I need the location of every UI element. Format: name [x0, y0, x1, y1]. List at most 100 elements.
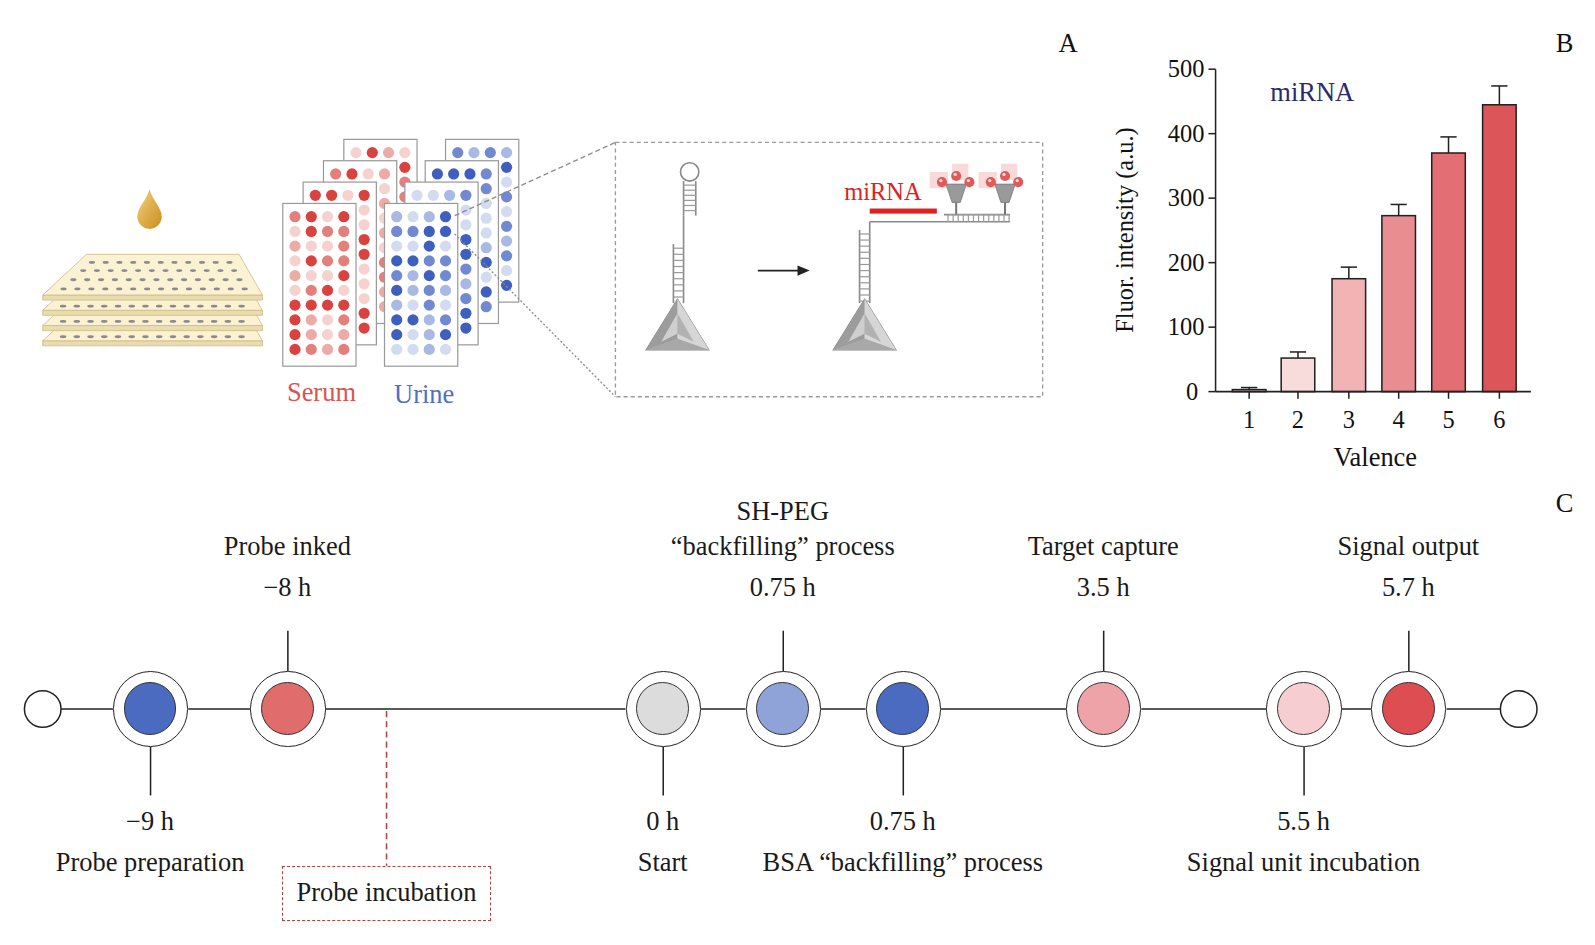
base-pair: [973, 215, 974, 222]
base-pair: [947, 215, 948, 222]
sample-spot: [225, 305, 232, 308]
sample-spot: [84, 278, 90, 281]
sample-spot: [94, 269, 100, 272]
sample-spot: [156, 320, 163, 323]
sample-spot: [242, 287, 248, 290]
sample-dot: [310, 190, 321, 201]
sample-spot: [170, 320, 177, 323]
sample-dot: [391, 241, 402, 252]
tick-label: 300: [1168, 184, 1205, 212]
sample-spot: [80, 269, 86, 272]
sample-dot: [306, 241, 317, 252]
sample-dot: [306, 329, 317, 340]
sample-dot: [391, 344, 402, 355]
sample-dot: [391, 314, 402, 325]
sample-dot: [306, 285, 317, 296]
sample-spot: [181, 278, 187, 281]
sample-dot: [481, 272, 492, 283]
sample-dot: [399, 162, 410, 173]
sample-dot: [448, 168, 459, 179]
sample-spot: [60, 335, 67, 338]
sample-spot: [153, 278, 159, 281]
sample-dot: [407, 285, 418, 296]
base-pair: [993, 215, 994, 222]
sample-dot: [391, 329, 402, 340]
sample-dot: [338, 211, 349, 222]
timeline-connector: [188, 708, 250, 710]
sample-dot: [322, 344, 333, 355]
sample-dot: [338, 270, 349, 281]
sample-dot: [440, 211, 451, 222]
sample-dot: [407, 211, 418, 222]
sample-spot: [115, 305, 122, 308]
timeline-dot: [1382, 682, 1435, 735]
tick-label: 3: [1343, 406, 1355, 434]
base-pair: [958, 215, 959, 222]
sample-spot: [183, 335, 190, 338]
tick-label: 200: [1168, 249, 1205, 277]
timeline-dot: [1077, 682, 1130, 735]
sample-dot: [501, 147, 512, 158]
sample-spot: [209, 278, 215, 281]
sample-dot: [306, 300, 317, 311]
sample-spot: [116, 261, 122, 264]
timeline-connector: [701, 708, 746, 710]
sample-dot: [338, 226, 349, 237]
timeline-node: 5.5 hSignal unit incubation: [1266, 671, 1341, 746]
panel-letter: C: [1556, 487, 1574, 517]
sample-dot: [460, 322, 471, 333]
sample-dot: [481, 301, 492, 312]
sample-dot: [289, 241, 300, 252]
sample-dot: [444, 190, 455, 201]
sample-dot: [338, 300, 349, 311]
base-pair: [860, 246, 870, 247]
sample-dot: [452, 147, 463, 158]
tick-label: 500: [1168, 55, 1205, 83]
sample-spot: [142, 305, 149, 308]
timeline-connector: [941, 708, 1066, 710]
base-pair: [684, 205, 696, 206]
sample-dot: [460, 234, 471, 245]
sample-spot: [112, 278, 118, 281]
paper-edge: [43, 310, 263, 315]
sample-spot: [121, 269, 127, 272]
sample-spot: [197, 335, 204, 338]
sample-dot: [359, 278, 370, 289]
sample-spot: [87, 335, 94, 338]
sample-spot: [88, 287, 94, 290]
sample-spot: [200, 287, 206, 290]
sample-spot: [126, 278, 132, 281]
base-pair: [673, 284, 683, 285]
sample-dot: [440, 285, 451, 296]
sample-dot: [411, 190, 422, 201]
sample-dot: [359, 308, 370, 319]
timeline-connector: [1342, 708, 1372, 710]
sample-dot: [424, 329, 435, 340]
sample-dot: [501, 176, 512, 187]
sample-dot: [391, 285, 402, 296]
sample-dot: [338, 285, 349, 296]
sample-dot: [359, 234, 370, 245]
sample-spot: [101, 335, 108, 338]
sample-spot: [101, 305, 108, 308]
base-pair: [1008, 215, 1009, 222]
sample-spot: [176, 269, 182, 272]
sample-dot: [379, 183, 390, 194]
sample-spot: [158, 287, 164, 290]
sample-dot: [289, 300, 300, 311]
sample-dot: [359, 190, 370, 201]
sample-dot: [322, 300, 333, 311]
sample-dot: [501, 235, 512, 246]
axis-title: Valence: [1333, 442, 1417, 472]
sample-spot: [183, 305, 190, 308]
sample-spot: [190, 269, 196, 272]
sample-dot: [391, 300, 402, 311]
sample-spot: [60, 320, 67, 323]
sample-dot: [424, 285, 435, 296]
base-pair: [673, 260, 683, 261]
paper-edge: [43, 341, 263, 346]
timeline-connector: [1141, 708, 1266, 710]
base-pair: [673, 278, 683, 279]
sample-spot: [74, 287, 80, 290]
